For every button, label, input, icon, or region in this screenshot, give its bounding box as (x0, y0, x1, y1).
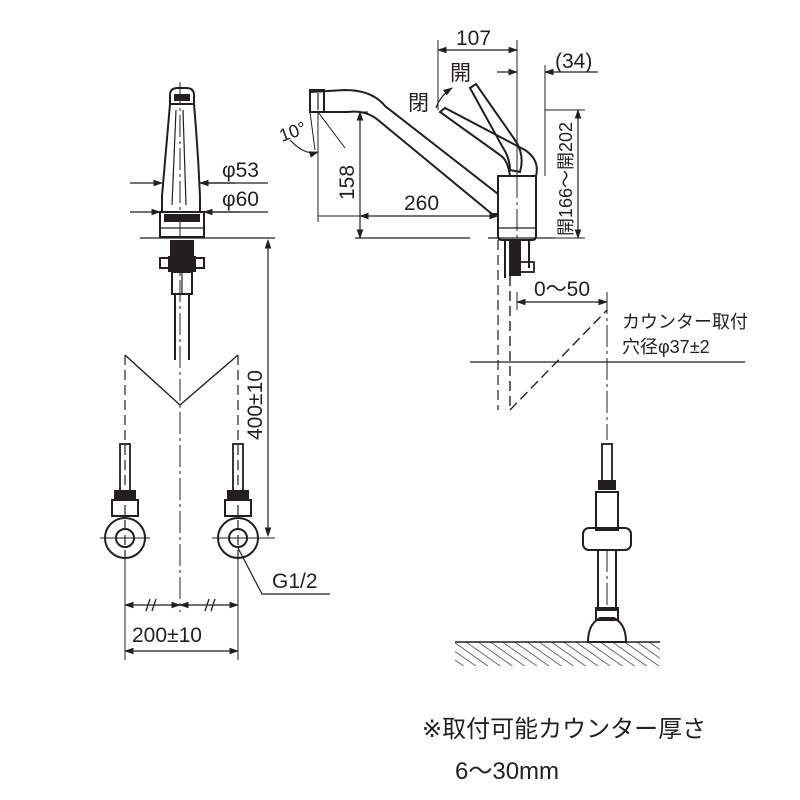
hose-length-label: 400±10 (244, 370, 267, 440)
floor-hatch (455, 642, 660, 666)
lever-cap (174, 94, 190, 101)
front-view: φ53 φ60 400±10 G1/2 200±10 (100, 82, 330, 660)
valve-left-nut (114, 490, 136, 500)
dim107-label: 107 (456, 27, 491, 50)
counter-note-line2: 穴径φ37±2 (622, 337, 710, 357)
valve-side-tee (582, 527, 632, 551)
close-label: 閉 (408, 92, 429, 115)
equal-marks (145, 598, 216, 612)
floor-flange (586, 617, 628, 643)
side-view: 0～50 カウンター取付 穴径φ37±2 107 (34) 開 (277, 27, 748, 666)
valve-left-body (111, 499, 139, 517)
faucet-body-side (497, 175, 537, 241)
offset-label: 0～50 (534, 278, 590, 301)
lever-edge (182, 109, 187, 206)
spout-tip (309, 89, 325, 113)
lever-body (161, 103, 201, 213)
angle-ref-1 (309, 111, 316, 151)
pitch-label: 200±10 (132, 624, 202, 647)
dim34-label: (34) (555, 50, 592, 73)
lever-closed (438, 106, 538, 177)
counter-note-line1: カウンター取付 (622, 312, 748, 332)
shank-fill (509, 240, 521, 276)
supply-fitting (595, 607, 619, 621)
footnote-line2: 6～30mm (455, 758, 559, 785)
footnote-line1: ※取付可能カウンター厚さ (422, 716, 706, 743)
phi60-label: φ60 (222, 188, 259, 211)
w260-label: 260 (404, 192, 439, 215)
valve-side-nut (598, 480, 616, 490)
valve-side-body (595, 491, 619, 531)
lever-swing-arrow (435, 87, 453, 109)
thread-label: G1/2 (272, 570, 318, 593)
lever-edge-2 (171, 109, 177, 206)
valve-right-nut (227, 490, 249, 500)
lever-open (468, 82, 523, 174)
open-range-label: 開166～開202 (556, 122, 576, 236)
angle-ref-2 (317, 111, 346, 149)
thread-leader (237, 547, 330, 595)
offset-slant (509, 309, 608, 411)
valve-left (100, 443, 150, 559)
faucet-base (159, 211, 205, 238)
valve-side (582, 443, 632, 643)
open-label: 開 (450, 62, 471, 85)
valve-right-body (224, 499, 252, 517)
phi53-label: φ53 (222, 159, 259, 182)
break-line (124, 354, 239, 406)
h158-label: 158 (336, 165, 359, 200)
mount-shank (170, 240, 194, 256)
mount-bracket (519, 261, 535, 273)
hose-side-lower (601, 443, 613, 483)
mount-nut (168, 256, 196, 272)
angle-arc (289, 139, 319, 158)
base-ring (164, 214, 200, 222)
lever-top (169, 87, 195, 105)
angle-label: 10° (277, 118, 309, 146)
valve-right (212, 443, 275, 559)
